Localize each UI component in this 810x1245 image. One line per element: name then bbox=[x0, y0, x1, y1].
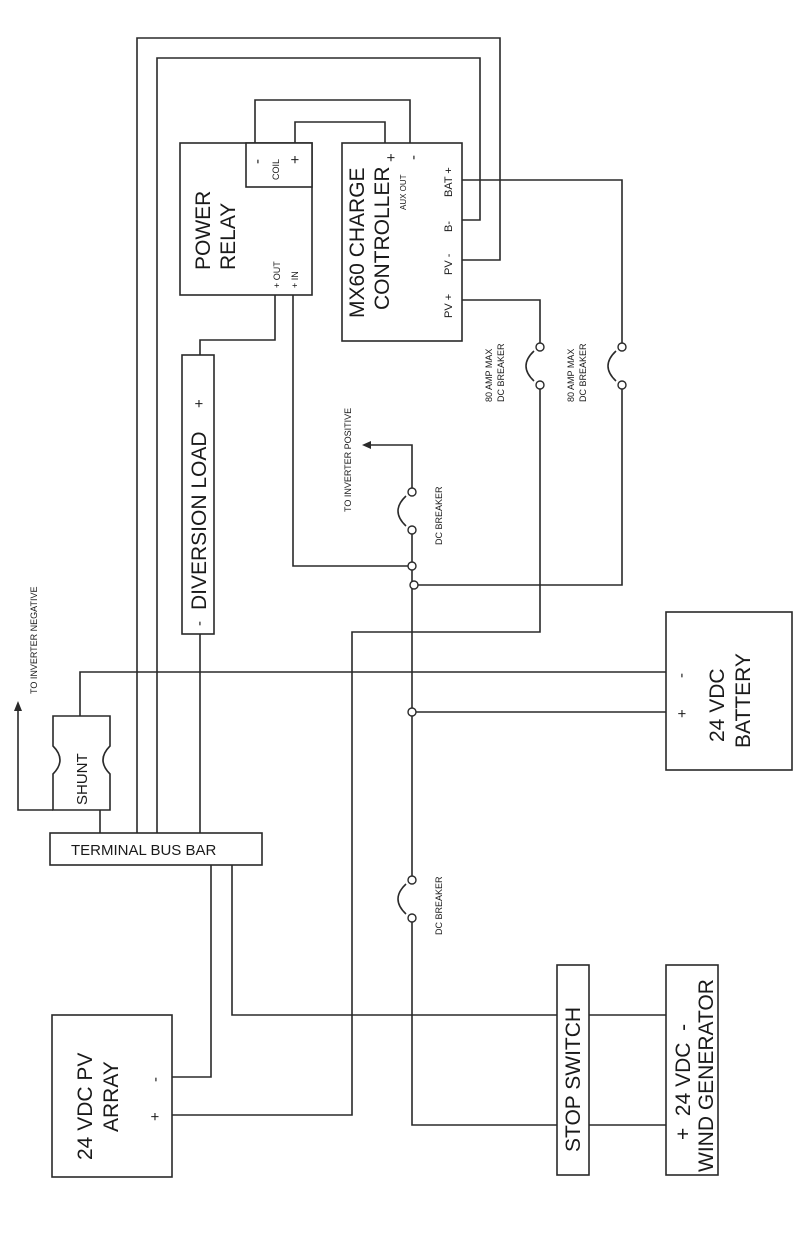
diversion-load-minus: - bbox=[191, 621, 208, 626]
breaker-pv-label-1: 80 AMP MAX bbox=[484, 349, 494, 402]
aux-out-label: AUX OUT bbox=[399, 174, 408, 210]
wire-busbar-to-pv-minus bbox=[172, 865, 212, 1078]
coil-label: COIL bbox=[271, 159, 281, 180]
aux-minus: - bbox=[405, 155, 422, 160]
diversion-load-title: DIVERSION LOAD bbox=[188, 431, 211, 610]
pv-minus-label: PV - bbox=[443, 253, 455, 275]
breaker-inverter-label: DC BREAKER bbox=[434, 486, 444, 545]
breaker-bat-label-1: 80 AMP MAX bbox=[566, 349, 576, 402]
wire-bat-plus-to-breaker bbox=[462, 179, 623, 345]
wind-generator-line1: + 24 VDC - bbox=[672, 1024, 695, 1140]
wire-busbar-to-controller-outer bbox=[136, 37, 501, 833]
charge-controller: MX60 CHARGE CONTROLLER AUX OUT + - BAT +… bbox=[341, 142, 463, 342]
diversion-load: DIVERSION LOAD - + bbox=[181, 354, 215, 635]
breaker-wind[interactable] bbox=[397, 875, 417, 923]
coil-plus: + bbox=[287, 155, 304, 164]
terminal-bus-bar: TERMINAL BUS BAR bbox=[49, 832, 263, 866]
wire-pv-plus-to-breaker bbox=[462, 299, 541, 345]
controller-title-2: CONTROLLER bbox=[371, 166, 394, 310]
wiring bbox=[14, 37, 666, 1126]
pv-array-plus: + bbox=[147, 1112, 164, 1121]
battery-line2: BATTERY bbox=[732, 653, 755, 748]
wire-aux-minus-to-coil-minus bbox=[254, 99, 411, 145]
wind-generator-line2: WIND GENERATOR bbox=[695, 979, 718, 1172]
pv-plus-label: PV + bbox=[443, 294, 455, 318]
relay-title-2: RELAY bbox=[217, 203, 240, 270]
battery: 24 VDC BATTERY - + bbox=[665, 611, 793, 771]
battery-plus: + bbox=[674, 709, 691, 718]
wire-inverter-positive bbox=[368, 444, 413, 490]
breaker-inverter[interactable] bbox=[397, 487, 417, 535]
coil-minus: - bbox=[249, 159, 266, 164]
shunt-label: SHUNT bbox=[74, 753, 91, 805]
breaker-bat-label-2: DC BREAKER bbox=[578, 343, 588, 402]
diversion-load-plus: + bbox=[191, 399, 208, 408]
shunt: SHUNT bbox=[52, 715, 111, 811]
to-inverter-positive-label: TO INVERTER POSITIVE bbox=[343, 408, 353, 512]
battery-minus: - bbox=[673, 673, 690, 678]
arrow-inverter-negative bbox=[14, 701, 22, 711]
breaker-pv-label-2: DC BREAKER bbox=[496, 343, 506, 402]
junction-node bbox=[407, 561, 417, 571]
power-relay: POWER RELAY COIL - + + OUT + IN bbox=[179, 142, 313, 296]
b-minus-label: B- bbox=[443, 221, 455, 232]
battery-line1: 24 VDC bbox=[706, 668, 729, 742]
wire-aux-plus-to-coil-plus bbox=[294, 121, 386, 145]
wire-inverter-negative bbox=[17, 710, 53, 811]
junction-node bbox=[407, 707, 417, 717]
breaker-battery[interactable] bbox=[607, 342, 627, 390]
wire-busbar-to-wind-minus bbox=[231, 865, 666, 1016]
bat-plus-label: BAT + bbox=[443, 167, 455, 197]
wire-breaker2-to-node bbox=[414, 387, 623, 586]
stop-switch[interactable]: STOP SWITCH bbox=[556, 964, 590, 1176]
breaker-pv[interactable] bbox=[525, 342, 545, 390]
stop-switch-label: STOP SWITCH bbox=[562, 1007, 585, 1152]
wind-generator: + 24 VDC - WIND GENERATOR bbox=[665, 964, 719, 1176]
pv-array-line1: 24 VDC PV bbox=[74, 1053, 97, 1160]
arrow-inverter-positive bbox=[362, 441, 371, 449]
pv-array-line2: ARRAY bbox=[100, 1061, 123, 1132]
breaker-wind-label: DC BREAKER bbox=[434, 876, 444, 935]
wire-relay-out-to-load bbox=[199, 295, 276, 355]
junction-node bbox=[409, 580, 419, 590]
relay-title-1: POWER bbox=[192, 191, 215, 270]
wire-busbar-to-controller-bminus bbox=[156, 57, 481, 833]
pv-array: 24 VDC PV ARRAY - + bbox=[51, 1014, 173, 1178]
aux-plus: + bbox=[383, 153, 400, 162]
bus-bar-label: TERMINAL BUS BAR bbox=[71, 842, 216, 859]
relay-in-label: + IN bbox=[290, 271, 300, 288]
wire-breaker1-to-pv-array bbox=[172, 387, 541, 1116]
wire-relay-in-to-node bbox=[292, 295, 412, 567]
pv-array-minus: - bbox=[147, 1077, 164, 1082]
to-inverter-negative-label: TO INVERTER NEGATIVE bbox=[29, 586, 39, 694]
wire-battery-minus-to-shunt bbox=[79, 671, 666, 716]
controller-title-1: MX60 CHARGE bbox=[346, 167, 369, 318]
wire-breaker3-to-wind bbox=[411, 920, 666, 1126]
relay-out-label: + OUT bbox=[272, 261, 282, 288]
